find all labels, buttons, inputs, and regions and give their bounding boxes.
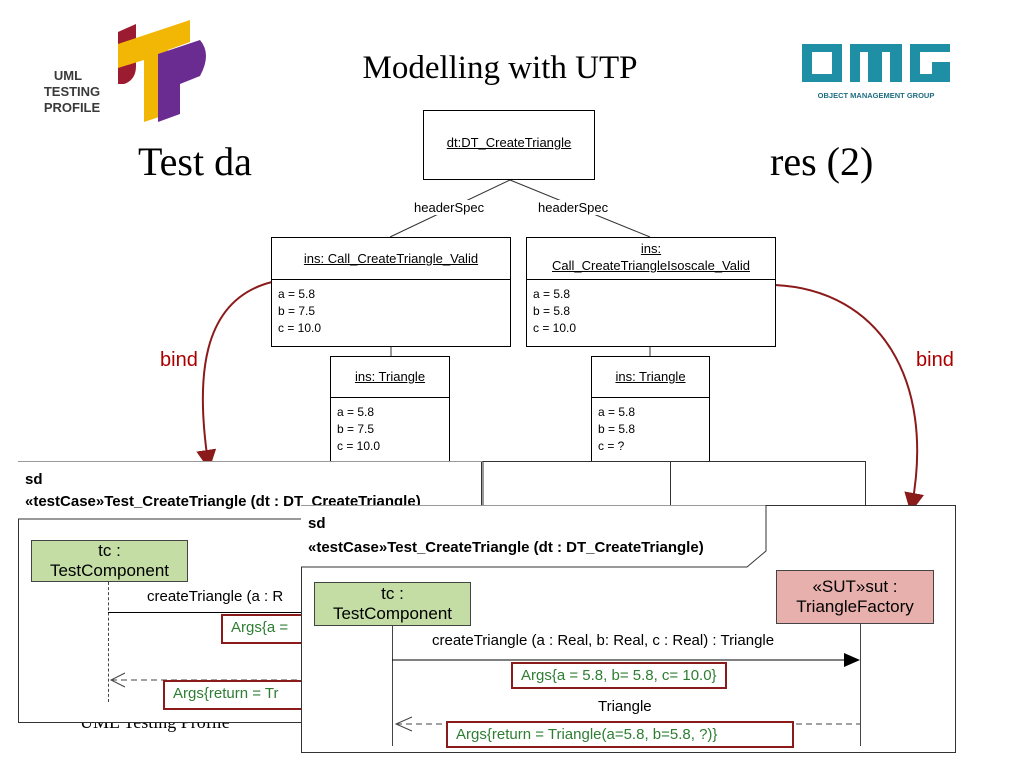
edge-label-headerspec-right: headerSpec — [536, 200, 611, 215]
bind-arrow-left — [196, 281, 273, 470]
sd-front-title: «testCase»Test_CreateTriangle (dt : DT_C… — [308, 539, 704, 556]
sd-front-message-label: createTriangle (a : Real, b: Real, c : R… — [432, 632, 775, 649]
bind-label-left: bind — [160, 349, 198, 371]
sd-front-keyword: sd — [308, 515, 326, 532]
slide-title: Modelling with UTP — [362, 50, 638, 86]
sd-back-tc-lifeline — [108, 582, 109, 702]
triangle-left-box: ins: Triangle a = 5.8 b = 7.5 c = 10.0 — [330, 356, 450, 462]
sd-front-call-arrow — [392, 653, 860, 667]
slot-c: c = 10.0 — [533, 321, 577, 335]
slot-b: b = 7.5 — [337, 422, 375, 436]
triangle-right-slots: a = 5.8 b = 5.8 c = ? — [592, 397, 709, 461]
sd-front-header-tab — [301, 505, 767, 568]
call-iso-name: ins: Call_CreateTriangleIsoscale_Valid — [527, 238, 775, 279]
omg-letter-m — [850, 44, 902, 82]
utp-p-shape — [158, 40, 206, 122]
omg-tagline: OBJECT MANAGEMENT GROUP — [818, 91, 935, 100]
omg-logo: OBJECT MANAGEMENT GROUP — [800, 40, 960, 110]
sd-front-tc-lifeline-head: tc : TestComponent — [314, 582, 471, 626]
sd-front-args-return: Args{return = Triangle(a=5.8, b=5.8, ?)} — [446, 721, 794, 748]
call-valid-box: ins: Call_CreateTriangle_Valid a = 5.8 b… — [271, 237, 511, 347]
sd-back-tc-label-line1: tc : — [98, 541, 121, 560]
sd-front-reply-label: Triangle — [598, 698, 652, 715]
call-iso-slots: a = 5.8 b = 5.8 c = 10.0 — [527, 279, 775, 343]
edge-label-headerspec-left: headerSpec — [412, 200, 487, 215]
sd-back-tc-lifeline-head: tc : TestComponent — [31, 540, 188, 582]
triangle-left-slots: a = 5.8 b = 7.5 c = 10.0 — [331, 397, 449, 461]
sd-front-sut-label-line2: TriangleFactory — [796, 597, 914, 616]
utp-t-shape — [118, 20, 190, 122]
sd-back-keyword: sd — [25, 471, 43, 488]
sd-back-column-divider — [481, 462, 482, 506]
bind-label-right: bind — [916, 349, 954, 371]
slot-a: a = 5.8 — [598, 405, 636, 419]
slot-c: c = ? — [598, 439, 625, 453]
sd-front-sut-lifeline — [860, 624, 861, 746]
sd-back-args-return: Args{return = Tr — [163, 680, 303, 710]
slot-c: c = 10.0 — [278, 321, 322, 335]
utp-text-line1: UML — [54, 68, 82, 83]
triangle-right-box: ins: Triangle a = 5.8 b = 5.8 c = ? — [591, 356, 710, 462]
slot-a: a = 5.8 — [533, 287, 571, 301]
root-instance-name: dt:DT_CreateTriangle — [446, 135, 572, 150]
sd-frame-front: sd «testCase»Test_CreateTriangle (dt : D… — [301, 505, 956, 753]
sd-front-sut-label-line1: «SUT»sut : — [812, 577, 898, 596]
triangle-left-name: ins: Triangle — [354, 369, 426, 384]
utp-logo: UML TESTING PROFILE — [40, 14, 210, 124]
triangle-right-name: ins: Triangle — [615, 369, 686, 384]
slot-b: b = 7.5 — [278, 304, 316, 318]
slot-c: c = 10.0 — [337, 439, 381, 453]
sd-back-column-divider — [670, 462, 671, 506]
bind-arrow-right — [774, 284, 925, 513]
utp-text-line3: PROFILE — [44, 100, 101, 115]
sd-front-sut-lifeline-head: «SUT»sut : TriangleFactory — [776, 570, 934, 624]
slot-a: a = 5.8 — [278, 287, 316, 301]
call-iso-name-line1: ins: — [640, 241, 662, 256]
sd-front-args-call: Args{a = 5.8, b= 5.8, c= 10.0} — [511, 662, 727, 689]
sd-back-args-call: Args{a = — [221, 614, 303, 644]
sd-back-activation-line — [108, 612, 308, 613]
call-valid-slots: a = 5.8 b = 7.5 c = 10.0 — [272, 279, 510, 343]
slide-subtitle-start: Test da — [138, 139, 252, 184]
sd-front-tc-lifeline — [392, 626, 393, 746]
utp-text-line2: TESTING — [44, 84, 100, 99]
slot-b: b = 5.8 — [533, 304, 571, 318]
root-instance-box: dt:DT_CreateTriangle — [423, 110, 595, 180]
sd-back-message-label: createTriangle (a : R — [147, 588, 284, 605]
call-valid-name: ins: Call_CreateTriangle_Valid — [303, 251, 479, 266]
sd-back-tc-label-line2: TestComponent — [49, 561, 170, 580]
sd-front-tc-label-line1: tc : — [381, 584, 404, 603]
slot-b: b = 5.8 — [598, 422, 636, 436]
sd-front-tc-label-line2: TestComponent — [332, 604, 453, 623]
slide-subtitle-end: res (2) — [770, 139, 874, 184]
call-iso-name-line2: Call_CreateTriangleIsoscale_Valid — [552, 258, 750, 273]
slot-a: a = 5.8 — [337, 405, 375, 419]
call-iso-box: ins: Call_CreateTriangleIsoscale_Valid a… — [526, 237, 776, 347]
